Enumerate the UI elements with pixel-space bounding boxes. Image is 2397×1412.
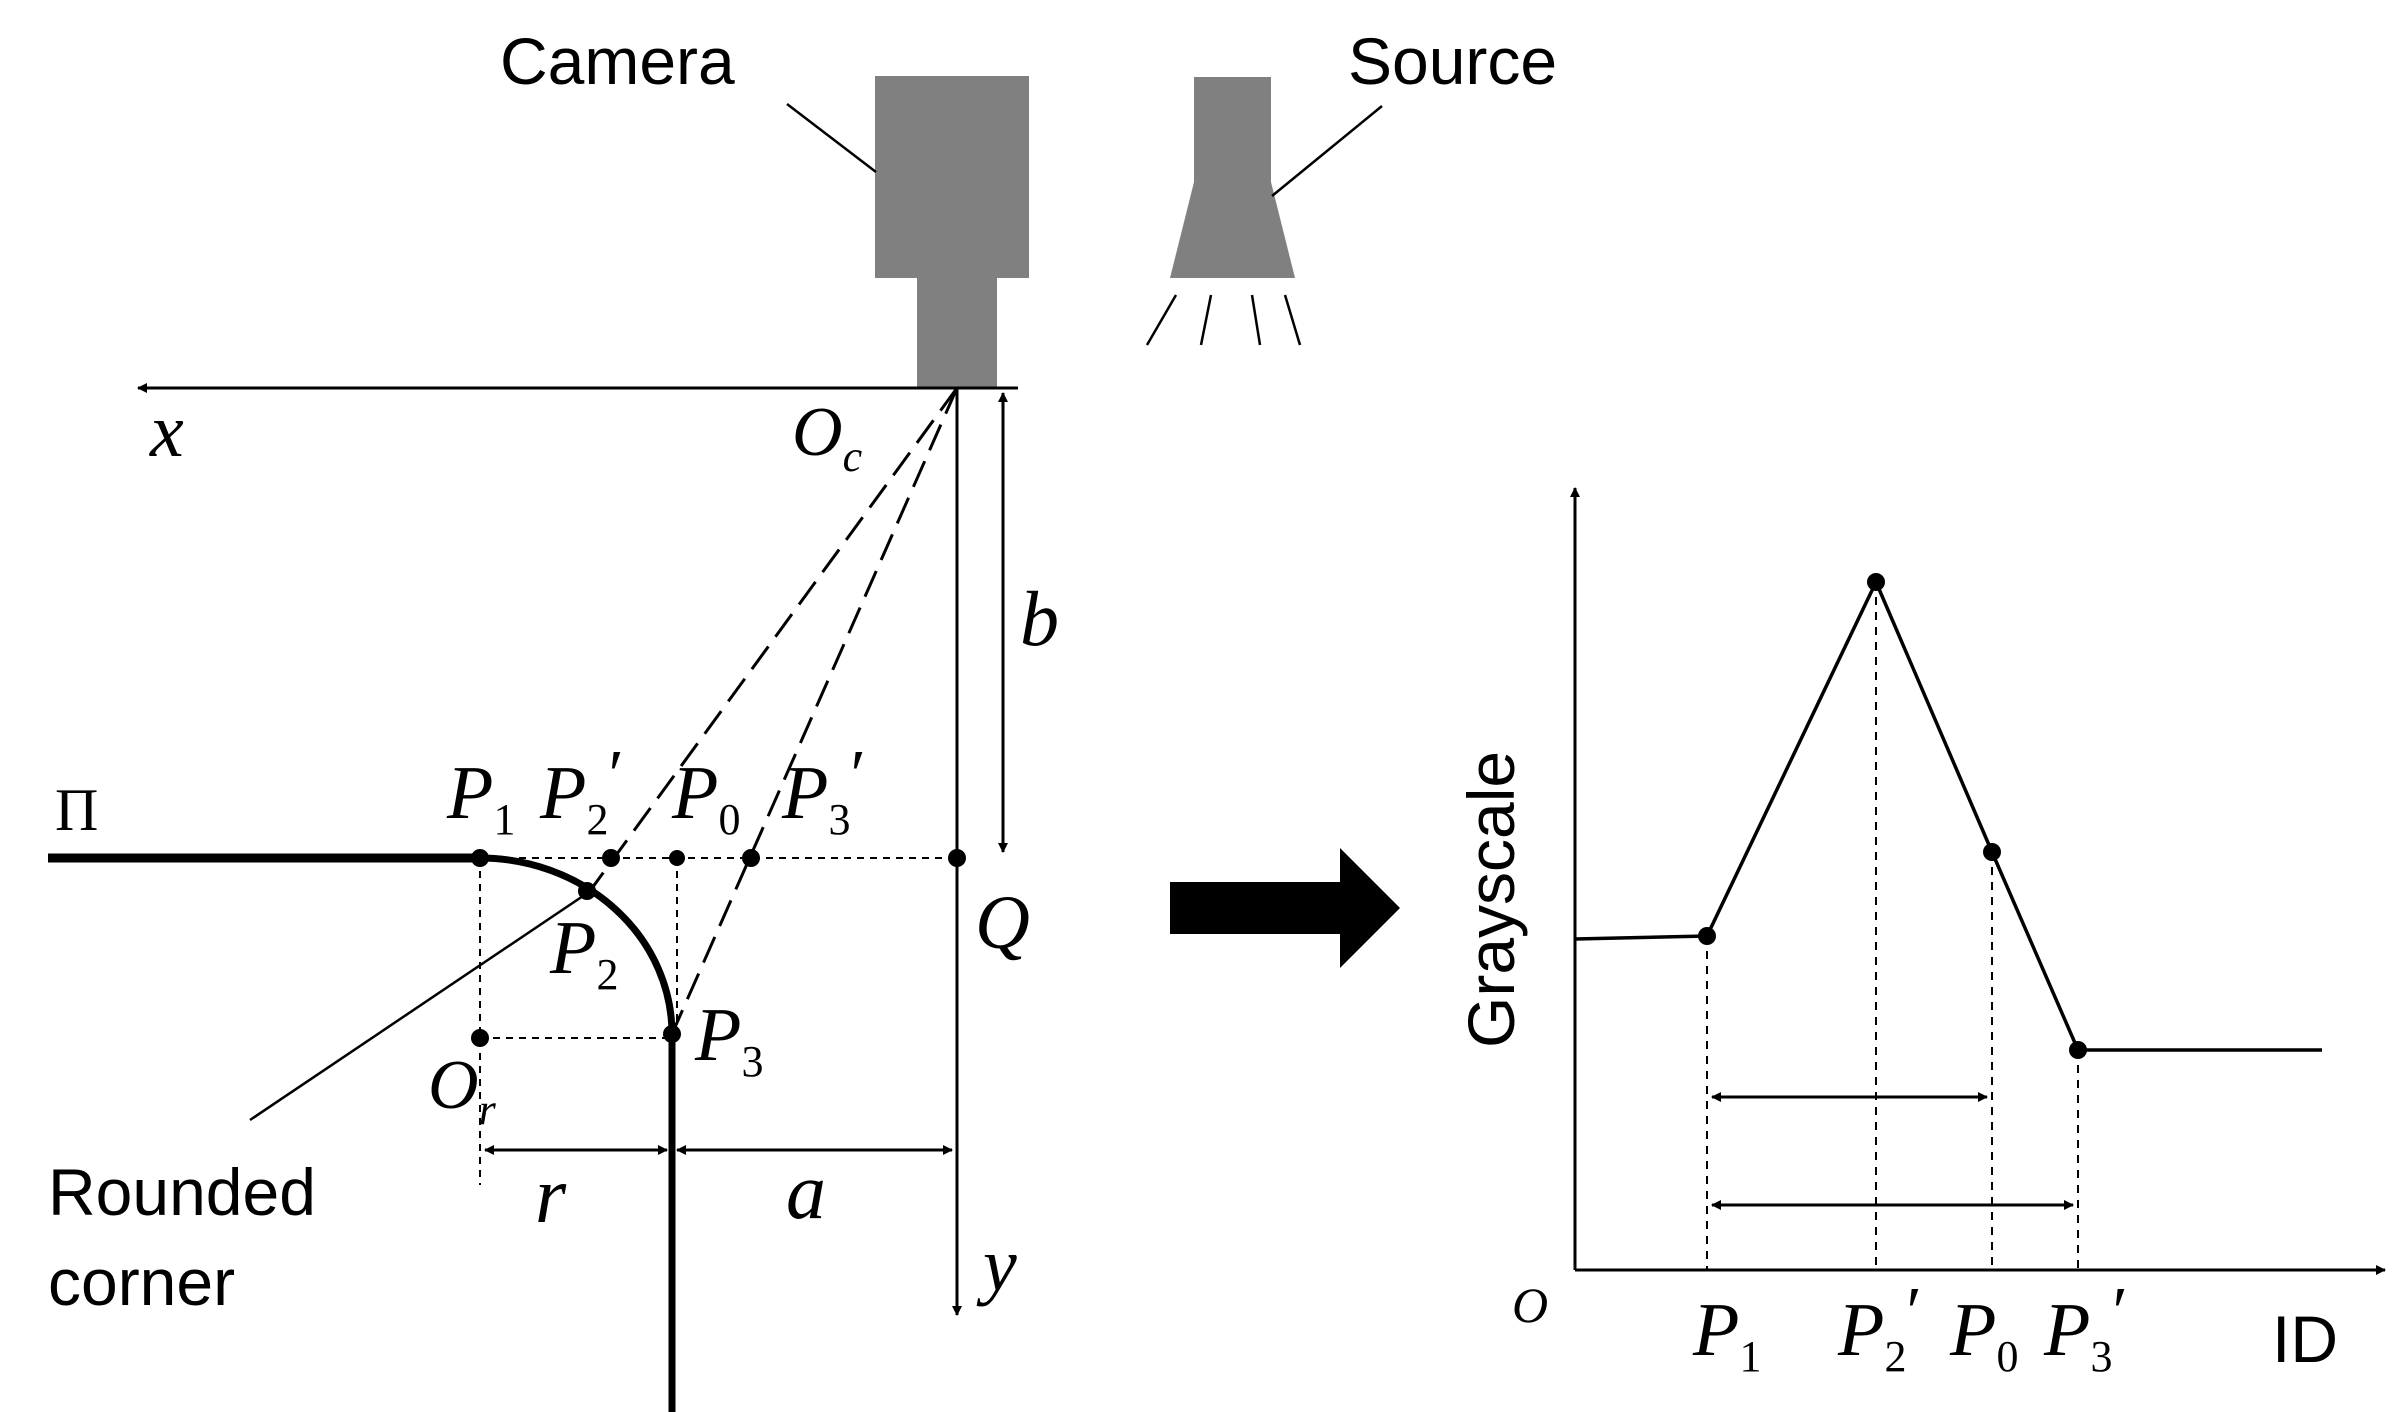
chart-tick-p3-prime: P3′ — [2043, 1274, 2128, 1381]
plane-label: Π — [55, 777, 98, 843]
y-axis-label: y — [976, 1223, 1017, 1307]
chart-point-p2-prime — [1867, 573, 1885, 591]
label-p0: P0 — [671, 751, 740, 844]
label-p3: P3 — [694, 993, 763, 1086]
label-q: Q — [975, 881, 1030, 965]
rounded-corner-edge — [479, 854, 676, 1412]
chart-tick-p2-prime: P2′ — [1837, 1274, 1922, 1381]
label-or: Or — [428, 1047, 497, 1134]
ray-to-p2 — [585, 387, 959, 896]
x-axis-label: x — [149, 389, 184, 473]
camera-leader-line — [786, 103, 877, 173]
camera-icon — [875, 76, 1029, 388]
ray-to-p3 — [670, 387, 959, 1035]
origin-camera-label: Oc — [792, 394, 863, 481]
rounded-corner-label-line1: Rounded — [48, 1155, 316, 1229]
chart-tick-p0: P0 — [1949, 1288, 2018, 1381]
rounded-corner-label-line2: corner — [48, 1245, 235, 1319]
chart-point-p0 — [1983, 843, 2001, 861]
chart-x-axis-label: ID — [2272, 1302, 2338, 1376]
camera-label: Camera — [500, 24, 735, 98]
point-p0 — [669, 850, 685, 866]
label-p2-prime: P2′ — [539, 737, 624, 844]
chart-origin-label: O — [1512, 1277, 1548, 1333]
label-p3-prime: P3′ — [781, 737, 866, 844]
source-label: Source — [1348, 24, 1557, 98]
point-or — [471, 1029, 489, 1047]
point-p3 — [663, 1025, 681, 1043]
label-p1: P1 — [446, 751, 515, 844]
point-p3-prime — [742, 849, 760, 867]
chart-point-p1 — [1698, 927, 1716, 945]
point-q — [948, 849, 966, 867]
chart-point-p3-prime — [2069, 1041, 2087, 1059]
light-source-icon — [1145, 77, 1302, 346]
b-label: b — [1020, 575, 1059, 662]
a-label: a — [786, 1148, 826, 1236]
point-p1 — [471, 849, 489, 867]
point-p2-prime — [602, 849, 620, 867]
rounded-corner-leader-line — [249, 894, 584, 1122]
transform-arrow-icon — [1170, 848, 1400, 968]
source-leader-line — [1271, 105, 1383, 197]
left-diagram: Camera Source x Oc y b Π — [48, 24, 1557, 1412]
grayscale-profile-line — [1574, 577, 2322, 1052]
grayscale-chart: Grayscale ID O P1 P2′ P0 P3′ — [1454, 487, 2386, 1381]
label-p2: P2 — [549, 906, 618, 999]
chart-y-axis-label: Grayscale — [1454, 751, 1528, 1048]
chart-tick-p1: P1 — [1692, 1288, 1761, 1381]
r-label: r — [535, 1152, 567, 1240]
